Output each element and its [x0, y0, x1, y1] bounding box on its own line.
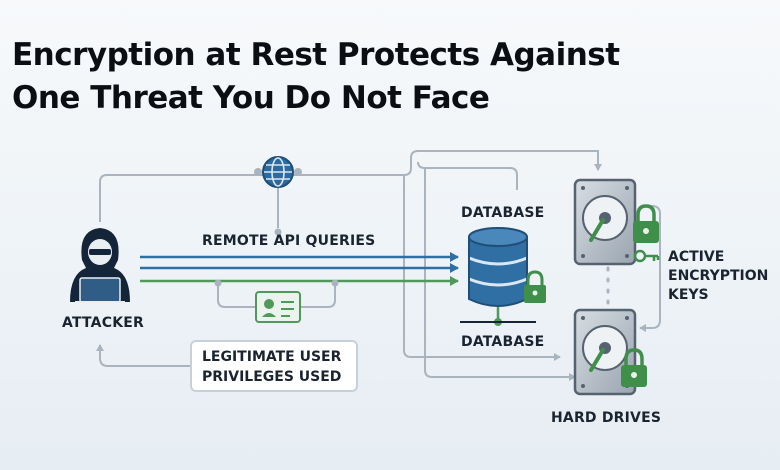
query-junction-dots: [214, 228, 339, 287]
hard-drive-icon: [573, 308, 637, 396]
user-id-card-icon: [255, 291, 301, 323]
privileges-line-2: PRIVILEGES USED: [202, 369, 342, 385]
drive-lock-icon: [633, 204, 659, 243]
remote-api-label: REMOTE API QUERIES: [202, 233, 376, 249]
privileges-callout: LEGITIMATE USER PRIVILEGES USED: [190, 340, 358, 392]
drive-lock-icon: [621, 348, 647, 387]
hard-drive-icon: [573, 178, 637, 266]
title-line-2: One Threat You Do Not Face: [12, 80, 490, 116]
remote-query-arrows: [140, 252, 459, 286]
database-lock-icon: [524, 270, 546, 303]
keys-line-1: ACTIVE: [668, 249, 725, 265]
hard-drives-label: HARD DRIVES: [551, 410, 662, 426]
globe-icon: [254, 156, 302, 188]
database-icon: [460, 227, 536, 326]
attacker-label: ATTACKER: [62, 315, 144, 331]
database-label-top: DATABASE: [461, 205, 545, 221]
keys-line-3: KEYS: [668, 287, 709, 303]
keys-line-2: ENCRYPTION: [668, 268, 769, 284]
encryption-keys-label: ACTIVE ENCRYPTION KEYS: [668, 248, 768, 305]
title-line-1: Encryption at Rest Protects Against: [12, 37, 620, 73]
attacker-icon: [70, 228, 130, 303]
key-icon: [633, 249, 660, 263]
page-title: Encryption at Rest Protects Against One …: [12, 34, 772, 120]
privileges-line-1: LEGITIMATE USER: [202, 349, 342, 365]
database-label-bottom: DATABASE: [461, 334, 545, 350]
